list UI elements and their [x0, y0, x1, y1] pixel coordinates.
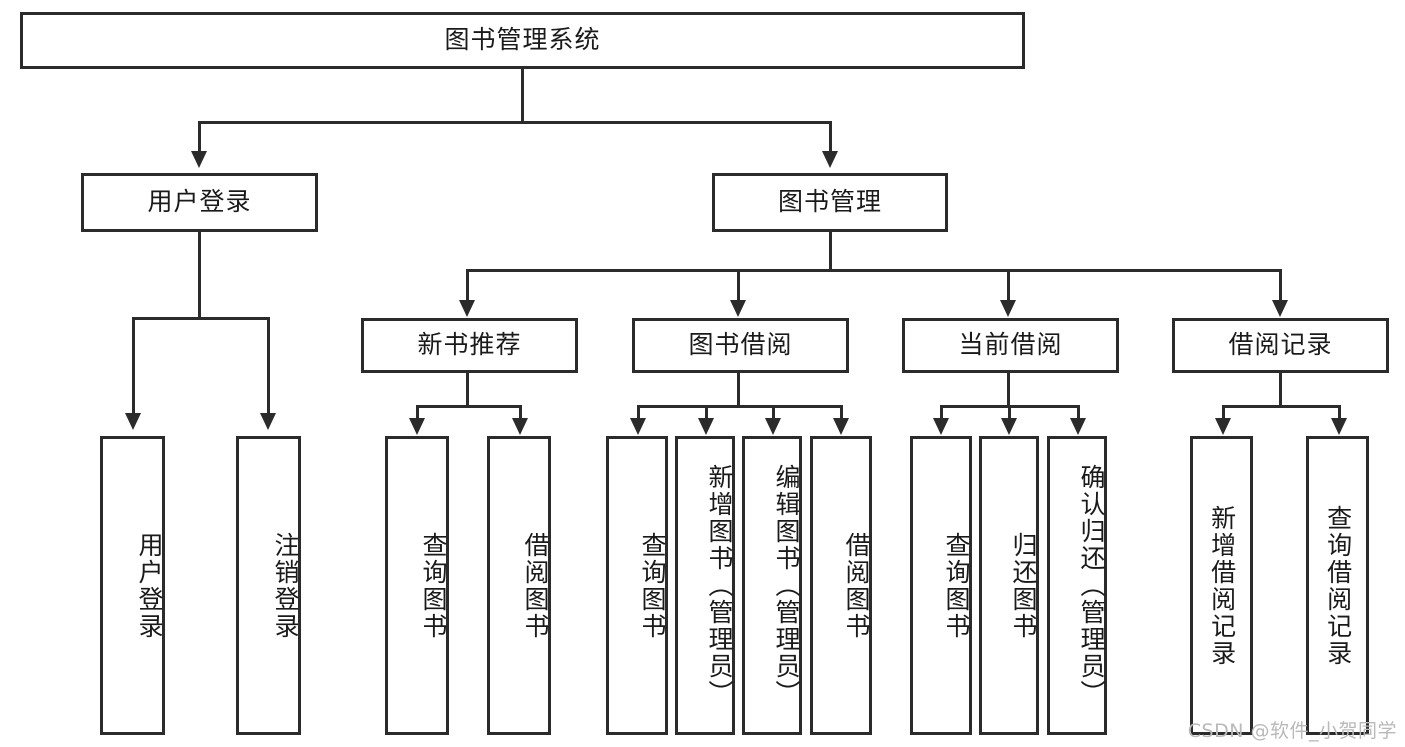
node-label: 注销登录: [271, 531, 300, 640]
node-label: 图书管理: [777, 187, 882, 217]
edge-drop-borrow-book-2: [840, 405, 843, 423]
edge-drop-new-book-rec: [466, 269, 469, 303]
leaf-user-logout[interactable]: 注销登录: [236, 436, 301, 735]
node-label: 编辑图书（管理员）: [772, 464, 801, 707]
arrow-borrow-record: [1272, 300, 1288, 317]
node-label: 借阅记录: [1228, 330, 1333, 360]
node-label: 图书管理系统: [444, 25, 601, 55]
node-new-book-rec[interactable]: 新书推荐: [361, 318, 578, 373]
node-label: 查询图书: [942, 531, 971, 640]
edge-root-stem: [521, 69, 524, 122]
leaf-query-record[interactable]: 查询借阅记录: [1306, 436, 1369, 735]
node-label: 新增借阅记录: [1207, 504, 1237, 667]
arrow-borrow-book-1: [512, 418, 528, 435]
edge-new-book-rec-stem: [466, 373, 469, 408]
edge-drop-leaf-user-logout: [267, 317, 270, 415]
arrow-confirm-return: [1070, 418, 1086, 435]
node-label: 当前借阅: [958, 330, 1063, 360]
edge-book-manage-stem: [829, 232, 832, 272]
edge-drop-edit-book: [772, 405, 775, 423]
node-label: 用户登录: [135, 531, 164, 640]
node-book-manage[interactable]: 图书管理: [712, 173, 948, 232]
leaf-query-book-3[interactable]: 查询图书: [910, 436, 972, 735]
arrow-leaf-user-logout: [260, 413, 276, 430]
csdn-watermark: CSDN @软件_小贺同学: [1187, 720, 1397, 742]
edge-drop-query-book-2: [637, 405, 640, 423]
edge-book-borrow-bar: [637, 405, 842, 408]
node-label: 新书推荐: [417, 330, 522, 360]
node-root-system[interactable]: 图书管理系统: [20, 12, 1025, 69]
node-book-borrow[interactable]: 图书借阅: [632, 318, 849, 373]
edge-drop-user-login: [198, 121, 201, 153]
edge-level2-bar: [198, 121, 832, 124]
leaf-add-record[interactable]: 新增借阅记录: [1190, 436, 1253, 735]
edge-user-login-bar: [132, 317, 270, 320]
node-label: 用户登录: [147, 187, 252, 217]
node-label: 查询图书: [638, 531, 667, 640]
node-label: 新增图书（管理员）: [705, 464, 734, 707]
arrow-query-book-2: [630, 418, 646, 435]
edge-borrow-record-bar: [1222, 405, 1341, 408]
edge-drop-leaf-user-login: [132, 317, 135, 415]
edge-new-book-rec-bar: [416, 405, 522, 408]
edge-current-borrow-stem: [1007, 373, 1010, 408]
edge-drop-add-book: [705, 405, 708, 423]
leaf-edit-book[interactable]: 编辑图书（管理员）: [742, 436, 802, 735]
edge-user-login-stem: [198, 232, 201, 318]
node-label: 借阅图书: [842, 531, 871, 640]
arrow-add-record: [1215, 418, 1231, 435]
edge-drop-confirm-return: [1077, 405, 1080, 423]
arrow-borrow-book-2: [833, 418, 849, 435]
leaf-user-login[interactable]: 用户登录: [100, 436, 165, 735]
arrow-query-book-1: [409, 418, 425, 435]
node-label: 借阅图书: [521, 531, 550, 640]
node-label: 查询借阅记录: [1323, 504, 1353, 667]
edge-drop-query-record: [1338, 405, 1341, 423]
arrow-user-login: [191, 151, 207, 168]
arrow-new-book-rec: [459, 300, 475, 317]
edge-drop-borrow-book-1: [519, 405, 522, 423]
edge-drop-add-record: [1222, 405, 1225, 423]
edge-drop-query-book-1: [416, 405, 419, 423]
leaf-borrow-book-1[interactable]: 借阅图书: [487, 436, 551, 735]
arrow-book-manage: [822, 151, 838, 168]
leaf-query-book-2[interactable]: 查询图书: [606, 436, 668, 735]
node-label: 图书借阅: [688, 330, 793, 360]
arrow-edit-book: [765, 418, 781, 435]
node-current-borrow[interactable]: 当前借阅: [902, 318, 1119, 373]
node-user-login[interactable]: 用户登录: [81, 173, 318, 232]
leaf-return-book[interactable]: 归还图书: [979, 436, 1039, 735]
edge-drop-book-manage: [829, 121, 832, 153]
edge-borrow-record-stem: [1279, 373, 1282, 408]
arrow-leaf-user-login: [125, 413, 141, 430]
arrow-query-book-3: [933, 418, 949, 435]
node-label: 归还图书: [1009, 531, 1038, 640]
node-label: 确认归还（管理员）: [1077, 464, 1106, 707]
edge-book-borrow-stem: [737, 373, 740, 408]
arrow-book-borrow: [730, 300, 746, 317]
leaf-add-book[interactable]: 新增图书（管理员）: [675, 436, 735, 735]
edge-drop-current-borrow: [1007, 269, 1010, 303]
leaf-borrow-book-2[interactable]: 借阅图书: [810, 436, 872, 735]
leaf-confirm-return[interactable]: 确认归还（管理员）: [1047, 436, 1107, 735]
edge-drop-book-borrow: [737, 269, 740, 303]
leaf-query-book-1[interactable]: 查询图书: [385, 436, 449, 735]
arrow-query-record: [1331, 418, 1347, 435]
node-label: 查询图书: [419, 531, 448, 640]
edge-level3-bar: [466, 269, 1282, 272]
arrow-add-book: [698, 418, 714, 435]
arrow-current-borrow: [1000, 300, 1016, 317]
edge-drop-return-book: [1008, 405, 1011, 423]
arrow-return-book: [1001, 418, 1017, 435]
edge-drop-borrow-record: [1279, 269, 1282, 303]
node-borrow-record[interactable]: 借阅记录: [1172, 318, 1389, 373]
edge-drop-query-book-3: [940, 405, 943, 423]
